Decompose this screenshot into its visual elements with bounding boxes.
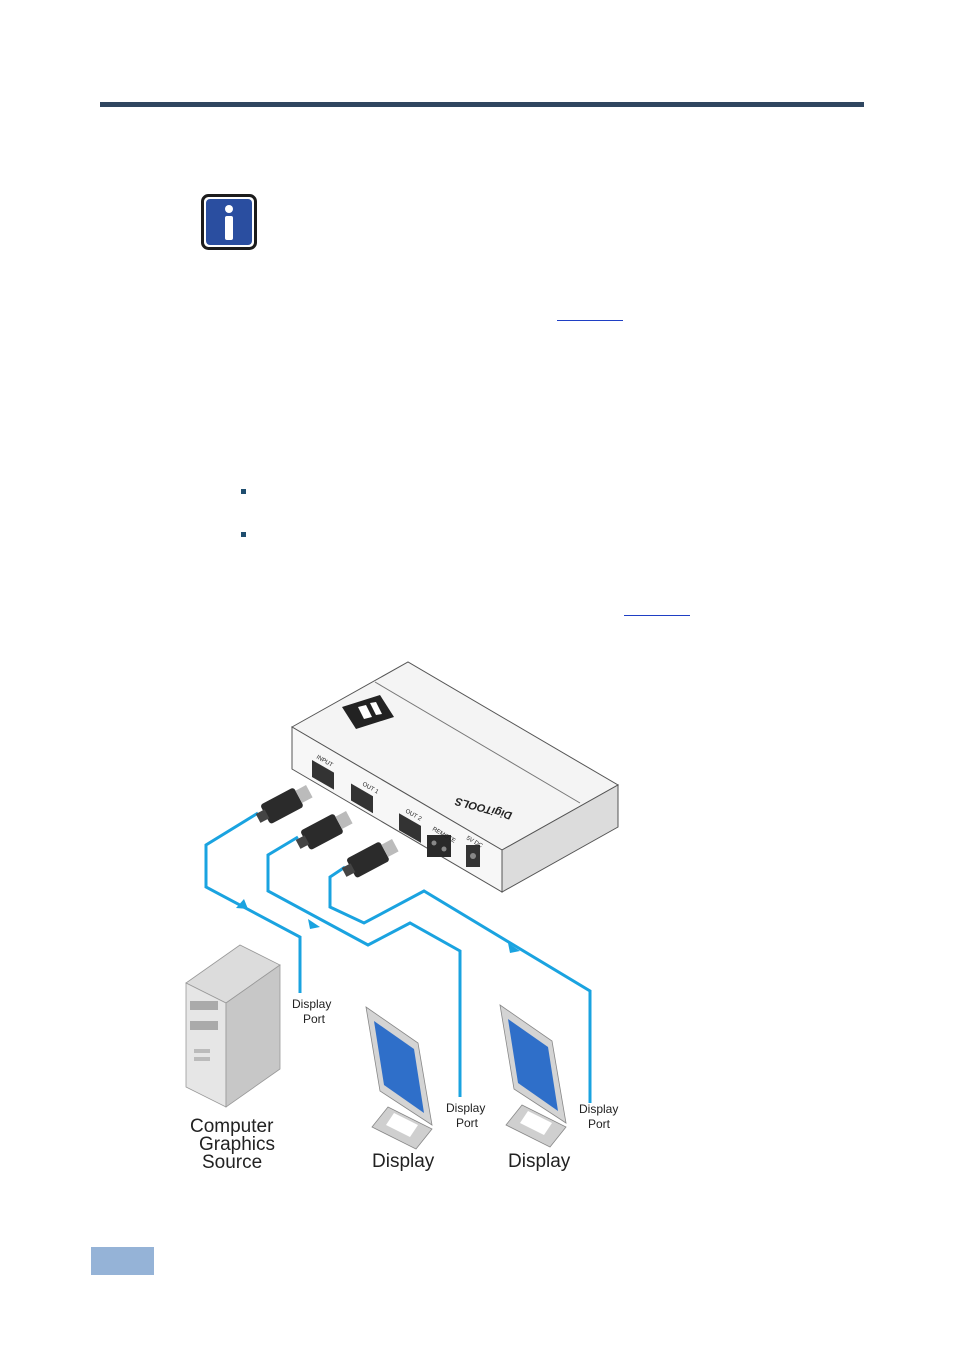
cable-label-display-1: Display Port [446, 1101, 485, 1130]
cable-display-2 [328, 865, 592, 1103]
display-label-1: Display [372, 1151, 435, 1172]
kramer-logo [342, 695, 394, 729]
cables [204, 811, 592, 1103]
splitter-device: DigiTOOLS INPUT OUT 1 OUT 2 REMOTE 5V DC [290, 661, 620, 893]
info-icon [201, 194, 257, 250]
bullet-marker [241, 532, 246, 537]
page-number-tab [91, 1247, 154, 1275]
cable-label-line: Display [292, 997, 331, 1011]
display-monitor-1 [365, 1006, 433, 1150]
cable-label-line: Display [446, 1101, 485, 1115]
bullet-marker [241, 489, 246, 494]
cable-display-1 [266, 835, 462, 1097]
source-label: Computer Graphics Source [190, 1116, 275, 1173]
source-label-line: Source [202, 1152, 262, 1173]
cross-reference-link[interactable] [557, 320, 623, 321]
connection-diagram: DigiTOOLS INPUT OUT 1 OUT 2 REMOTE 5V DC [185, 661, 620, 1173]
cable-label-line: Port [456, 1116, 479, 1130]
display-monitor-2 [499, 1004, 567, 1148]
source-label-line: Graphics [199, 1134, 275, 1155]
cross-reference-link[interactable] [624, 615, 690, 616]
cable-label-line: Port [303, 1012, 326, 1026]
cable-label-display-2: Display Port [579, 1102, 618, 1131]
cable-source [204, 811, 302, 993]
display-label-2: Display [508, 1151, 571, 1172]
cable-direction-arrows [236, 899, 520, 953]
source-label-line: Computer [190, 1116, 274, 1137]
cable-label-line: Display [579, 1102, 618, 1116]
dp-plugs [255, 785, 399, 878]
header-rule [100, 102, 864, 107]
computer-tower [185, 944, 281, 1108]
cable-label-source: Display Port [292, 997, 331, 1026]
cable-label-line: Port [588, 1117, 611, 1131]
